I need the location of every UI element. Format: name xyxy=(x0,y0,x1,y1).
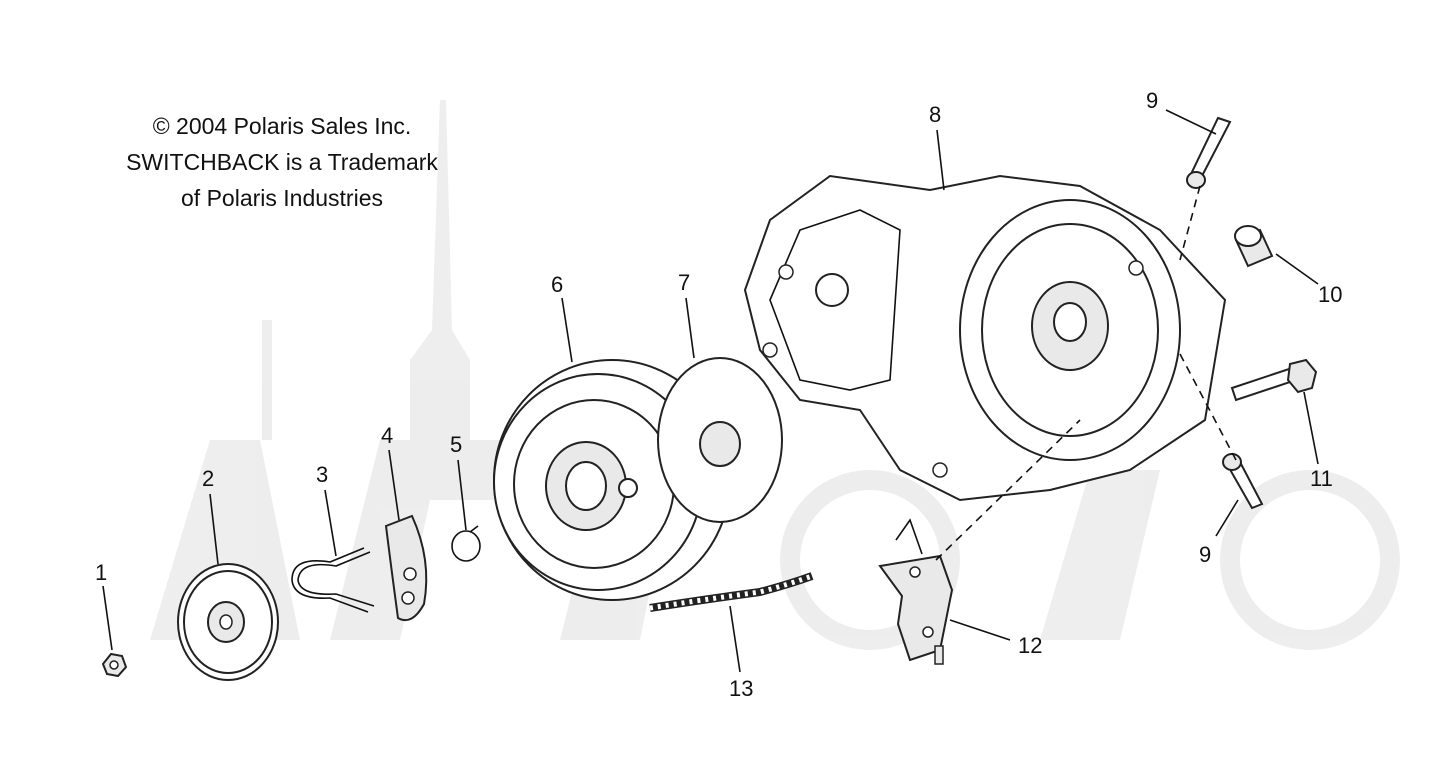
small-spring-part xyxy=(451,525,481,562)
copyright-notice: © 2004 Polaris Sales Inc. SWITCHBACK is … xyxy=(112,108,452,216)
nut-part xyxy=(101,652,128,678)
trademark-line: SWITCHBACK is a Trademark xyxy=(126,149,438,175)
bushing-part xyxy=(1234,225,1274,268)
callout-8: 8 xyxy=(929,102,941,127)
callout-6: 6 xyxy=(551,272,563,297)
bracket-part xyxy=(878,518,954,665)
callout-11: 11 xyxy=(1310,466,1333,491)
recoil-housing-part xyxy=(743,174,1227,502)
spring-clip-part xyxy=(291,547,375,613)
callout-5: 5 xyxy=(450,432,462,457)
callout-2: 2 xyxy=(202,466,214,491)
callout-9-top: 9 xyxy=(1146,88,1158,113)
callout-7: 7 xyxy=(678,270,690,295)
callout-12: 12 xyxy=(1018,633,1042,658)
callout-10: 10 xyxy=(1318,282,1342,307)
washer-plate-part xyxy=(177,563,279,681)
callout-13: 13 xyxy=(729,676,753,701)
bolt-part xyxy=(1230,358,1318,402)
rivet-part-top xyxy=(1186,116,1232,189)
pawl-part xyxy=(384,514,428,622)
copyright-line: © 2004 Polaris Sales Inc. xyxy=(152,113,412,139)
spring-disc-part xyxy=(657,357,783,523)
callout-labels: 1 2 3 4 5 6 7 8 9 10 11 9 12 13 xyxy=(95,88,1342,701)
leader-lines xyxy=(102,109,1319,673)
rivet-part-bottom xyxy=(1222,453,1264,510)
starter-rope-part xyxy=(649,572,814,612)
callout-4: 4 xyxy=(381,423,393,448)
owner-line: of Polaris Industries xyxy=(181,185,383,211)
callout-3: 3 xyxy=(316,462,328,487)
callout-1: 1 xyxy=(95,560,107,585)
callout-9-bottom: 9 xyxy=(1199,542,1211,567)
